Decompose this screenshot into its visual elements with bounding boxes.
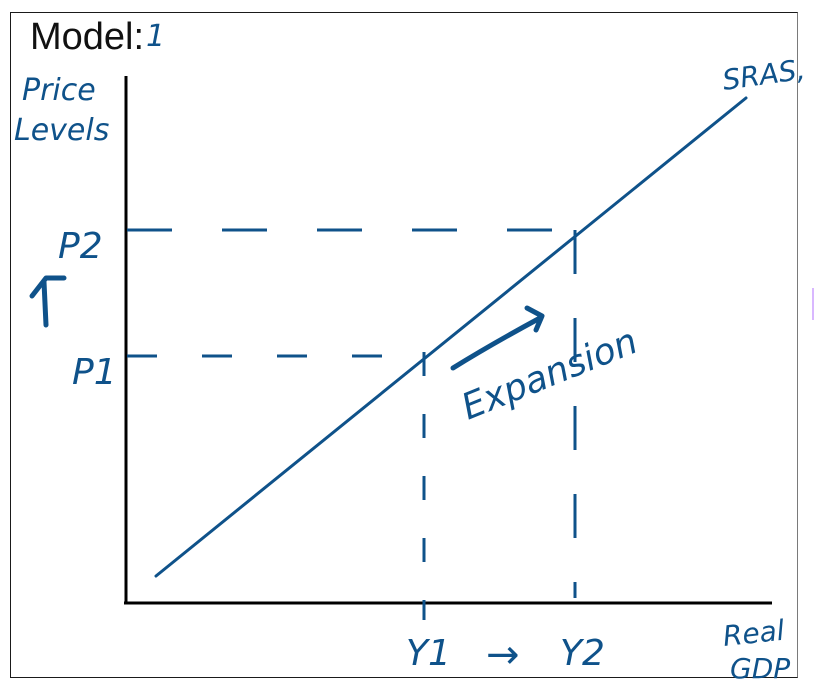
p2-label: P2 bbox=[58, 226, 103, 267]
price-up-arrowhead-icon bbox=[29, 275, 67, 299]
expansion-label: Expansion bbox=[456, 321, 643, 428]
sras-curve bbox=[154, 96, 748, 578]
sras-label: SRAS, bbox=[720, 53, 807, 97]
y1-label: Y1 bbox=[406, 633, 451, 674]
model-title: Model: bbox=[30, 16, 144, 59]
y-axis-label-line2: Levels bbox=[14, 113, 109, 148]
model-number: 1 bbox=[146, 19, 165, 54]
y-axis-label-line1: Price bbox=[22, 73, 96, 108]
diagram-frame bbox=[10, 12, 798, 678]
p1-label: P1 bbox=[72, 352, 117, 393]
model-title-label: Model: bbox=[30, 16, 145, 58]
y2-label: Y2 bbox=[560, 633, 605, 674]
x-axis-label-line1: Real bbox=[721, 614, 786, 653]
y-shift-arrow-icon: → bbox=[486, 632, 520, 678]
x-axis-label-line2: GDP bbox=[730, 652, 790, 685]
price-up-arrow-icon bbox=[41, 279, 49, 328]
expansion-arrow-icon bbox=[450, 315, 543, 371]
text-cursor bbox=[812, 288, 814, 320]
expansion-arrowhead-icon bbox=[524, 305, 545, 333]
